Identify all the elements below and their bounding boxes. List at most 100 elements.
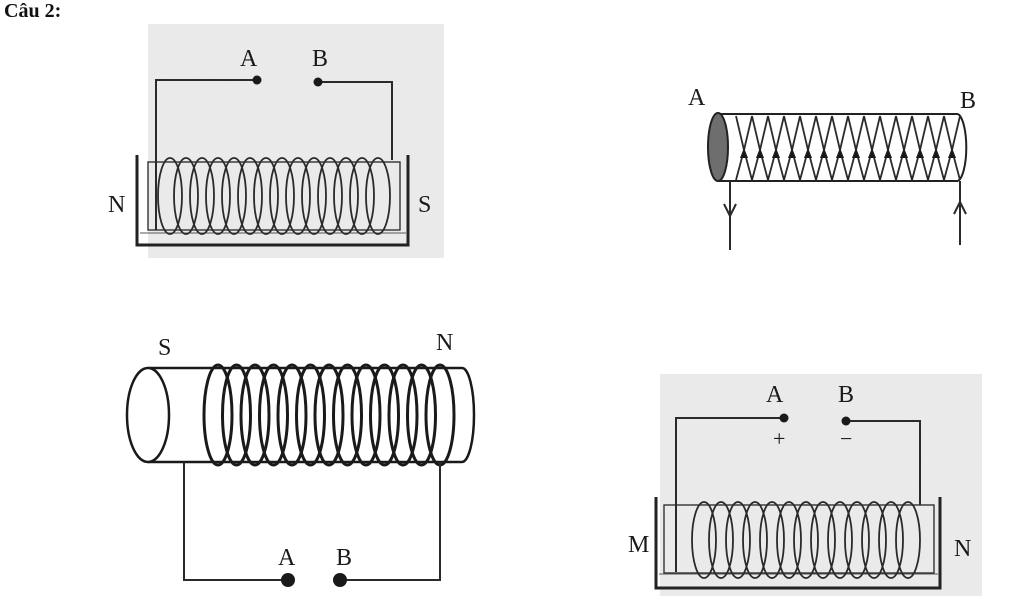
current-arrowhead [836,148,844,158]
coil-turn [295,363,326,467]
figure-1-grain [148,24,444,258]
figure-4-electromagnet-polarity: A B + − M N [628,374,982,596]
figure-4-wire-b [846,420,921,505]
coil-turn [943,115,961,151]
figure-1-wire-b [318,81,393,160]
coil-turn [879,115,897,151]
coil-turn [847,115,865,151]
coil-turn [424,363,456,467]
coil-turn [276,363,308,467]
figure-3-label-a: A [278,545,296,571]
current-arrowhead [932,148,940,158]
coil-turn [269,157,295,235]
figure-1-terminal-a [252,75,262,85]
coil-turn [927,115,945,151]
figure-4-terminal-a [779,413,789,423]
current-arrowhead [788,148,796,158]
coil-turn [861,501,887,579]
coil-turn [759,501,785,579]
current-arrowhead [916,148,924,158]
current-arrowhead [820,148,828,158]
coil-turn [815,115,833,151]
coil-turn [333,157,359,235]
figure-1-label-b: B [312,46,328,72]
coil-turn [742,501,768,579]
coil-turn [783,115,801,151]
coil-turn [349,157,375,235]
figure-1-trough [135,155,410,247]
coil-turn [301,157,327,235]
current-arrowhead [884,148,892,158]
coil-turn [799,115,817,151]
current-arrowhead [948,148,956,158]
coil-turn [725,501,751,579]
figure-4-terminal-b [841,416,851,426]
figure-4-label-m: M [628,532,649,558]
current-arrowhead [900,148,908,158]
coil-turn [313,363,345,467]
figure-2-solenoid-current: A B [688,85,976,250]
figure-3-wire-b [340,462,441,581]
current-arrowhead [852,148,860,158]
coil-turn [831,115,849,151]
figure-3-terminal-a [281,573,295,587]
coil-turn [239,363,271,467]
coil-turn [691,501,717,579]
coil-turn [751,115,769,151]
figure-1-core [147,161,401,231]
coil-turn [365,157,391,235]
figure-4-label-b: B [838,382,854,408]
coil-turn [237,157,263,235]
figure-3-terminal-b [333,573,347,587]
figure-4-trough [654,497,942,590]
coil-turn [258,363,289,467]
figure-2-label-a: A [688,85,706,111]
coil-turn [827,501,853,579]
coil-turn [221,157,247,235]
coil-turn [895,501,921,579]
coil-turn [708,501,734,579]
coil-turn [189,157,215,235]
figure-2-end-a [707,112,729,182]
coil-turn [221,363,252,467]
figure-4-label-n: N [954,536,971,562]
coil-turn [767,115,785,151]
coil-turn [173,157,199,235]
current-arrowhead [772,148,780,158]
figure-4-label-minus: − [840,426,852,451]
figure-2-arrow-down [723,203,737,219]
coil-turn [253,157,279,235]
figure-3-coil [202,363,456,467]
coil-turn [202,363,234,467]
coil-turn [157,157,183,235]
figure-3-label-n: N [436,330,453,356]
figure-1-coil [157,157,391,235]
coil-turn [844,501,870,579]
figure-2-coil [735,115,961,181]
coil-turn [350,363,382,467]
coil-turn [205,157,231,235]
coil-turn [317,157,343,235]
figure-3-solenoid-switch: S N A B [125,330,476,587]
figure-1-wire-a [155,79,257,230]
figure-3-wire-a [183,462,288,581]
figure-1-label-s: S [418,192,431,218]
coil-turn [406,363,437,467]
coil-turn [285,157,311,235]
coil-turn [735,115,753,151]
coil-turn [878,501,904,579]
figure-1-electromagnet-trough: A B N S [108,24,444,258]
coil-turn [863,115,881,151]
figure-3-label-b: B [336,545,352,571]
current-arrowhead [756,148,764,158]
coil-turn [776,501,802,579]
current-arrowhead [868,148,876,158]
figure-3-end-n [461,366,476,464]
coil-turn [369,363,400,467]
figure-2-end-b [957,113,968,182]
figure-4-label-a: A [766,382,784,408]
coil-turn [911,115,929,151]
coil-turn [810,501,836,579]
figure-1-label-n: N [108,192,125,218]
coil-turn [332,363,363,467]
